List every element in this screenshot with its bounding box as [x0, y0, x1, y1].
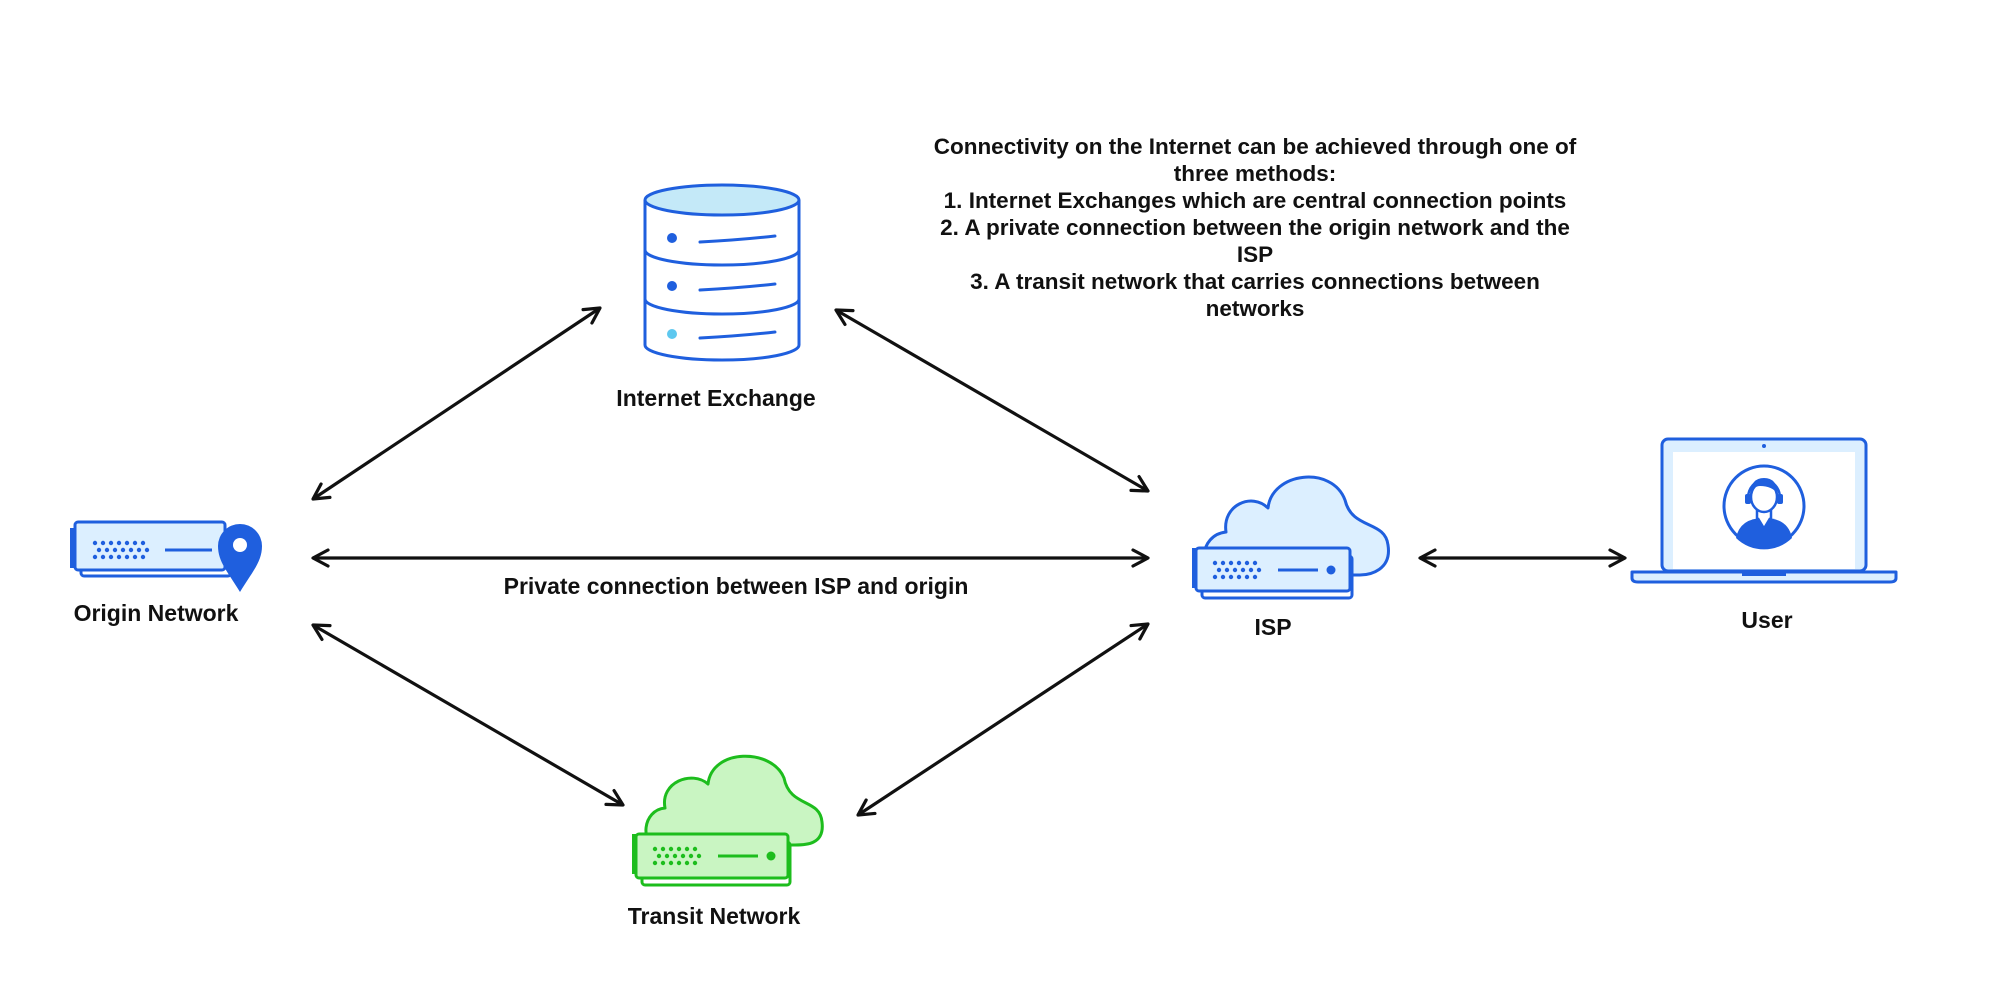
connectivity-description: Connectivity on the Internet can be achi…	[925, 133, 1585, 322]
internet-exchange-label: Internet Exchange	[616, 385, 816, 411]
arrow-origin-to-transit	[311, 623, 625, 807]
description-item-3: 3. A transit network that carries connec…	[970, 269, 1540, 321]
arrow-origin-to-exchange	[311, 306, 602, 501]
description-item-1: 1. Internet Exchanges which are central …	[943, 188, 1567, 213]
isp-label: ISP	[1254, 614, 1292, 640]
isp-cloud-server-icon	[1192, 475, 1390, 600]
connection-arrows	[311, 306, 1627, 817]
private-connection-label: Private connection between ISP and origi…	[503, 573, 969, 599]
origin-server-icon	[70, 520, 233, 578]
description-list: 1. Internet Exchanges which are central …	[925, 187, 1585, 322]
user-avatar-icon	[1722, 464, 1806, 550]
database-icon	[643, 183, 801, 362]
description-item-2: 2. A private connection between the orig…	[940, 215, 1570, 267]
transit-cloud-server-icon	[632, 754, 824, 887]
transit-network-label: Transit Network	[627, 903, 801, 929]
description-intro: Connectivity on the Internet can be achi…	[933, 134, 1577, 186]
arrow-exchange-to-isp	[834, 308, 1150, 493]
origin-network-label: Origin Network	[73, 600, 239, 626]
user-label: User	[1741, 607, 1793, 633]
location-pin-icon	[218, 524, 262, 592]
arrow-transit-to-isp	[856, 622, 1150, 817]
